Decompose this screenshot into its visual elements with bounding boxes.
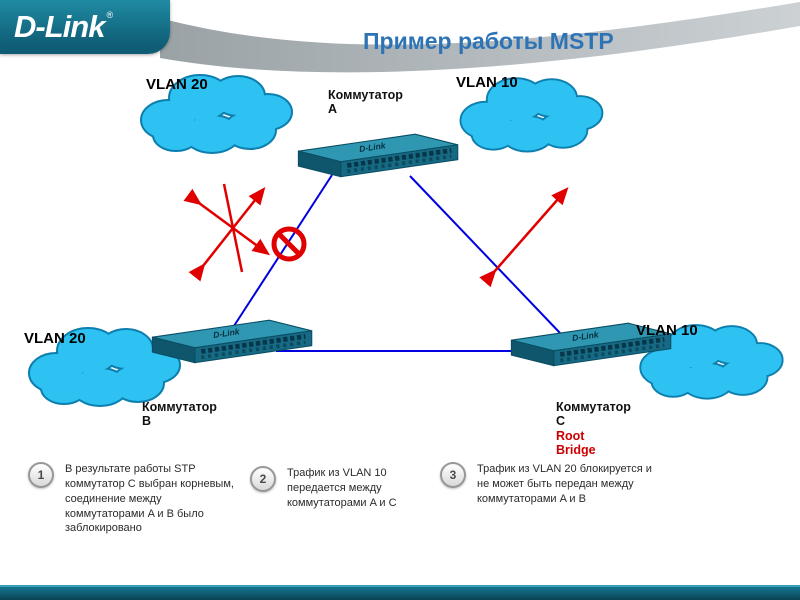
- vlan20-label-top: VLAN 20: [146, 76, 208, 93]
- switch-a-label: Коммутатор A: [328, 88, 403, 117]
- switch-a-brand: D-Link: [359, 140, 388, 154]
- prohibition-icon: [271, 226, 307, 262]
- note-2-text: Трафик из VLAN 10 передается между комму…: [287, 467, 397, 509]
- note-2-badge: 2: [250, 466, 276, 492]
- switch-c-icon: D-Link: [505, 321, 675, 370]
- vlan10-label-top: VLAN 10: [456, 74, 518, 91]
- switch-c-label: Коммутатор C: [556, 400, 631, 429]
- note-3-badge: 3: [440, 462, 466, 488]
- switch-b-icon: D-Link: [146, 318, 316, 367]
- note-2: 2 Трафик из VLAN 10 передается между ком…: [250, 466, 440, 511]
- root-bridge-label: Root Bridge: [556, 429, 596, 458]
- note-1: 1 В результате работы STP коммутатор C в…: [28, 462, 238, 536]
- switch-b: D-Link: [146, 318, 316, 372]
- blocked-traffic-x-icon: [183, 183, 271, 282]
- switch-b-label: Коммутатор B: [142, 400, 217, 429]
- registered-mark: ®: [106, 10, 114, 20]
- active-traffic-arrow-icon: [479, 187, 569, 288]
- footer-bar: [0, 585, 800, 600]
- vlan20-label-bottom: VLAN 20: [24, 330, 86, 347]
- note-3: 3 Трафик из VLAN 20 блокируется и не мож…: [440, 462, 655, 507]
- switch-a-icon: D-Link: [292, 132, 462, 181]
- page-title: Пример работы MSTP: [363, 28, 614, 54]
- link-a-c: [409, 175, 561, 334]
- header-swoosh: [160, 2, 800, 73]
- note-1-text: В результате работы STP коммутатор C выб…: [65, 463, 234, 535]
- switch-c: D-Link: [505, 321, 675, 375]
- switch-b-brand: D-Link: [213, 326, 242, 340]
- vlan10-label-bottom: VLAN 10: [636, 322, 698, 339]
- switch-a: D-Link: [292, 132, 462, 186]
- note-3-text: Трафик из VLAN 20 блокируется и не может…: [477, 463, 652, 505]
- note-1-badge: 1: [28, 462, 54, 488]
- switch-c-brand: D-Link: [572, 329, 601, 343]
- dlink-logo: D-Link ®: [0, 0, 170, 54]
- dlink-logo-text: D-Link: [14, 9, 105, 44]
- link-a-b: [231, 174, 333, 330]
